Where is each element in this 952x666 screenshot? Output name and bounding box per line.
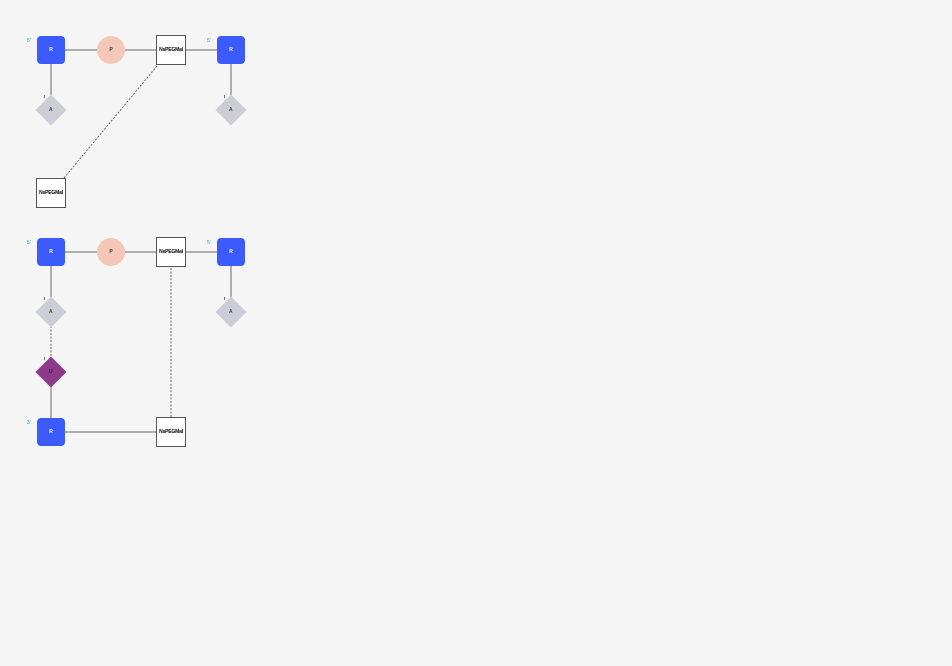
five-prime-label-2: 5' <box>207 38 211 44</box>
linker-node-4: NsPEGMal <box>156 417 186 447</box>
base-a-label: A <box>229 107 233 113</box>
phosphate-label: P <box>109 47 113 53</box>
sugar-label: R <box>49 429 53 435</box>
phosphate-node-2: P <box>97 238 125 266</box>
sugar-label: R <box>229 249 233 255</box>
base-tick-5 <box>44 357 45 360</box>
five-prime-label-4: 5' <box>207 240 211 246</box>
three-prime-label: 3' <box>27 420 31 426</box>
base-tick-2 <box>224 95 225 98</box>
base-a-label: A <box>229 309 233 315</box>
base-tick-1 <box>44 95 45 98</box>
dotted-link-linker-top <box>63 65 158 179</box>
linker-label: NsPEGMal <box>39 190 63 196</box>
linker-label: NsPEGMal <box>159 429 183 435</box>
base-a-label: A <box>49 107 53 113</box>
sugar-node-2: R <box>217 36 245 64</box>
linker-label: NsPEGMal <box>159 249 183 255</box>
linker-node-1: NsPEGMal <box>156 35 186 65</box>
base-tick-3 <box>44 297 45 300</box>
sugar-node-1: R <box>37 36 65 64</box>
five-prime-label-1: 5' <box>27 38 31 44</box>
base-u-label: U <box>49 369 53 375</box>
sugar-label: R <box>49 47 53 53</box>
base-a-label: A <box>49 309 53 315</box>
sugar-node-5: R <box>37 418 65 446</box>
base-tick-4 <box>224 297 225 300</box>
sugar-node-3: R <box>37 238 65 266</box>
sugar-node-4: R <box>217 238 245 266</box>
sugar-label: R <box>49 249 53 255</box>
linker-label: NsPEGMal <box>159 47 183 53</box>
linker-node-3: NsPEGMal <box>156 237 186 267</box>
phosphate-label: P <box>109 249 113 255</box>
sugar-label: R <box>229 47 233 53</box>
phosphate-node-1: P <box>97 36 125 64</box>
five-prime-label-3: 5' <box>27 240 31 246</box>
linker-node-2: NsPEGMal <box>36 178 66 208</box>
